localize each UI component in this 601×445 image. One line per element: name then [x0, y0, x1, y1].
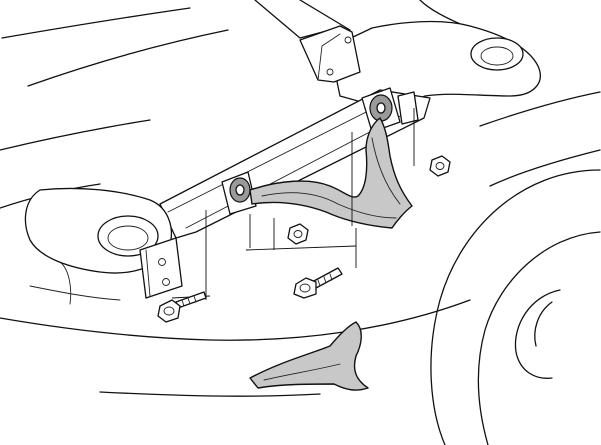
control-arm — [249, 117, 413, 229]
bushing-rear — [361, 87, 419, 133]
subframe — [24, 20, 541, 299]
cover-plate — [249, 321, 369, 391]
bushing-front — [221, 171, 257, 215]
nut-center — [287, 223, 309, 245]
wheel-outline — [430, 169, 601, 445]
nut-right — [429, 155, 451, 177]
alignment-lines — [171, 108, 415, 300]
body-outline — [0, 0, 601, 397]
mounting-bolt-center — [293, 267, 343, 299]
mounting-bolt-left — [157, 291, 207, 323]
